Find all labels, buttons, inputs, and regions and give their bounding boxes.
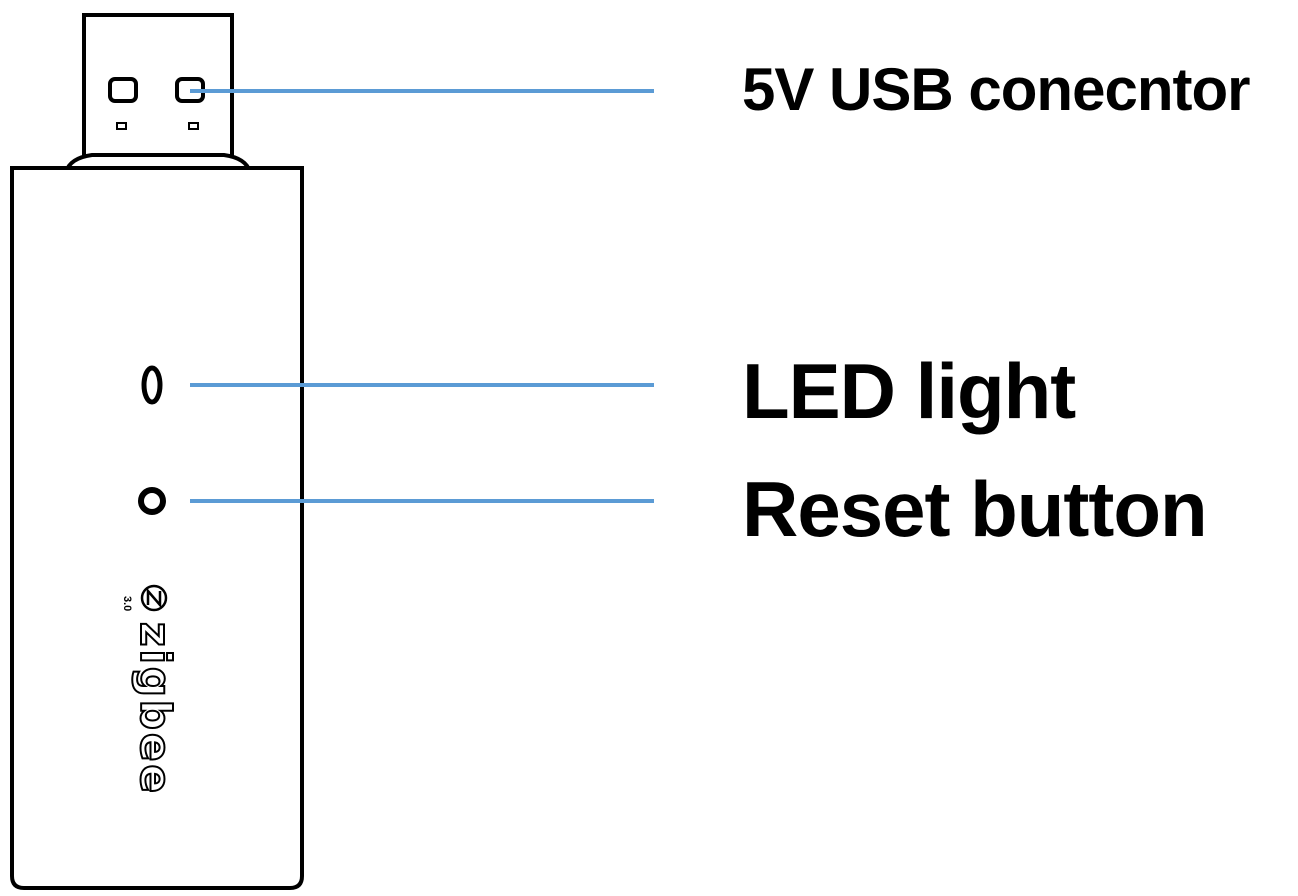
led-indicator-icon [141, 365, 163, 405]
usb-plug [64, 13, 252, 173]
usb-connector-label: 5V USB conecntor [742, 56, 1250, 123]
reset-button-icon[interactable] [138, 487, 166, 515]
zigbee-logo-icon: zigbee [130, 584, 181, 797]
zigbee-version: 3.0 [121, 596, 133, 611]
dongle-body [10, 166, 304, 890]
reset-button-label: Reset button [742, 465, 1208, 553]
usb-contact-icon [108, 77, 138, 103]
led-light-label: LED light [742, 347, 1076, 435]
zigbee-wordmark: zigbee [131, 622, 180, 796]
